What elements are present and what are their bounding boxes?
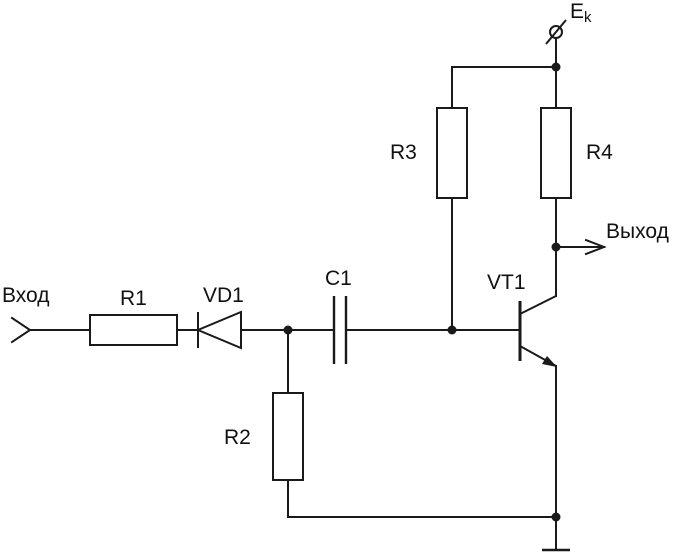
resistor-r3 xyxy=(436,107,468,199)
supply-label-main: E xyxy=(570,0,584,23)
output-terminal xyxy=(555,238,607,256)
emitter-arrow-icon xyxy=(542,356,557,367)
supply-terminal xyxy=(545,19,567,45)
junction-ground xyxy=(551,512,561,522)
input-terminal xyxy=(10,316,91,344)
resistor-r1 xyxy=(89,314,178,346)
capacitor-c1 xyxy=(332,296,348,364)
vd1-label: VD1 xyxy=(203,284,244,307)
input-label: Вход xyxy=(2,284,50,307)
supply-label-sub: k xyxy=(584,9,592,26)
supply-label: Ek xyxy=(570,0,592,26)
r4-label: R4 xyxy=(586,141,613,164)
resistor-r2 xyxy=(272,392,304,481)
transistor-vt1 xyxy=(518,295,557,367)
vt1-label: VT1 xyxy=(487,271,526,294)
resistor-r4 xyxy=(540,107,572,199)
diode-vd1 xyxy=(195,310,242,350)
r2-label: R2 xyxy=(224,426,251,449)
output-label: Выход xyxy=(606,220,669,243)
c1-label: C1 xyxy=(325,267,352,290)
r3-label: R3 xyxy=(390,141,417,164)
r1-label: R1 xyxy=(120,287,147,310)
